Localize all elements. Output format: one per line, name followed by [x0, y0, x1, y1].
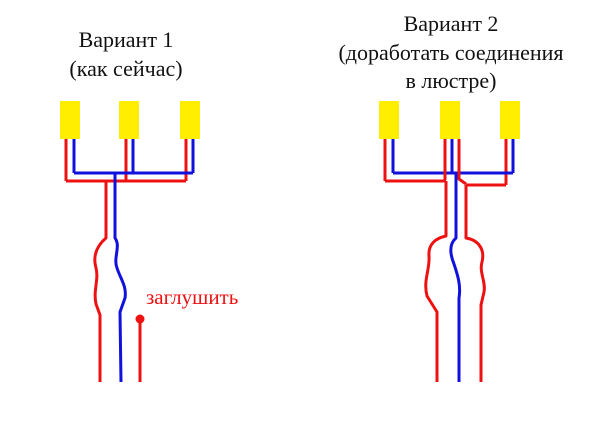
variant-1-phase-wiring [64, 139, 188, 382]
lamp-2-2 [440, 101, 460, 139]
variant-1-neutral-cable [113, 173, 127, 383]
variant-1-plugged-wire [135, 314, 145, 382]
variant-2-subtitle-line-2: в люстре) [405, 68, 496, 93]
lamp-2-1 [379, 101, 399, 139]
wire-plug-end [135, 314, 145, 324]
variant-1-neutral-wiring [72, 139, 195, 383]
lamp-1-2 [119, 101, 139, 139]
variant-2-lamps [379, 101, 520, 139]
variant-1-title: Вариант 1 [79, 27, 174, 52]
variant-2-neutral-cable [449, 173, 462, 382]
lamp-2-3 [500, 101, 520, 139]
variant-2-phase-cable-right [464, 185, 486, 382]
variant-2-title: Вариант 2 [404, 11, 499, 36]
variant-2-neutral-wiring [391, 139, 515, 382]
variant-2-subtitle: (доработать соединения [338, 40, 563, 65]
variant-1-subtitle: (как сейчас) [69, 56, 182, 81]
variant-1: Вариант 1 (как сейчас) заглушить [60, 27, 238, 383]
lamp-1-3 [180, 101, 200, 139]
lamp-1-1 [60, 101, 80, 139]
plug-wire-note: заглушить [146, 285, 238, 309]
variant-1-lamps [60, 101, 200, 139]
variant-2-phase-cable-left [424, 181, 448, 382]
lamp-2-2-phase-link [457, 139, 467, 186]
variant-2-phase-wiring [383, 139, 508, 382]
variant-1-phase-cable [93, 181, 108, 382]
variant-2-lamp-2-phase [443, 139, 467, 186]
variant-2: Вариант 2 (доработать соединения в люстр… [338, 11, 564, 382]
